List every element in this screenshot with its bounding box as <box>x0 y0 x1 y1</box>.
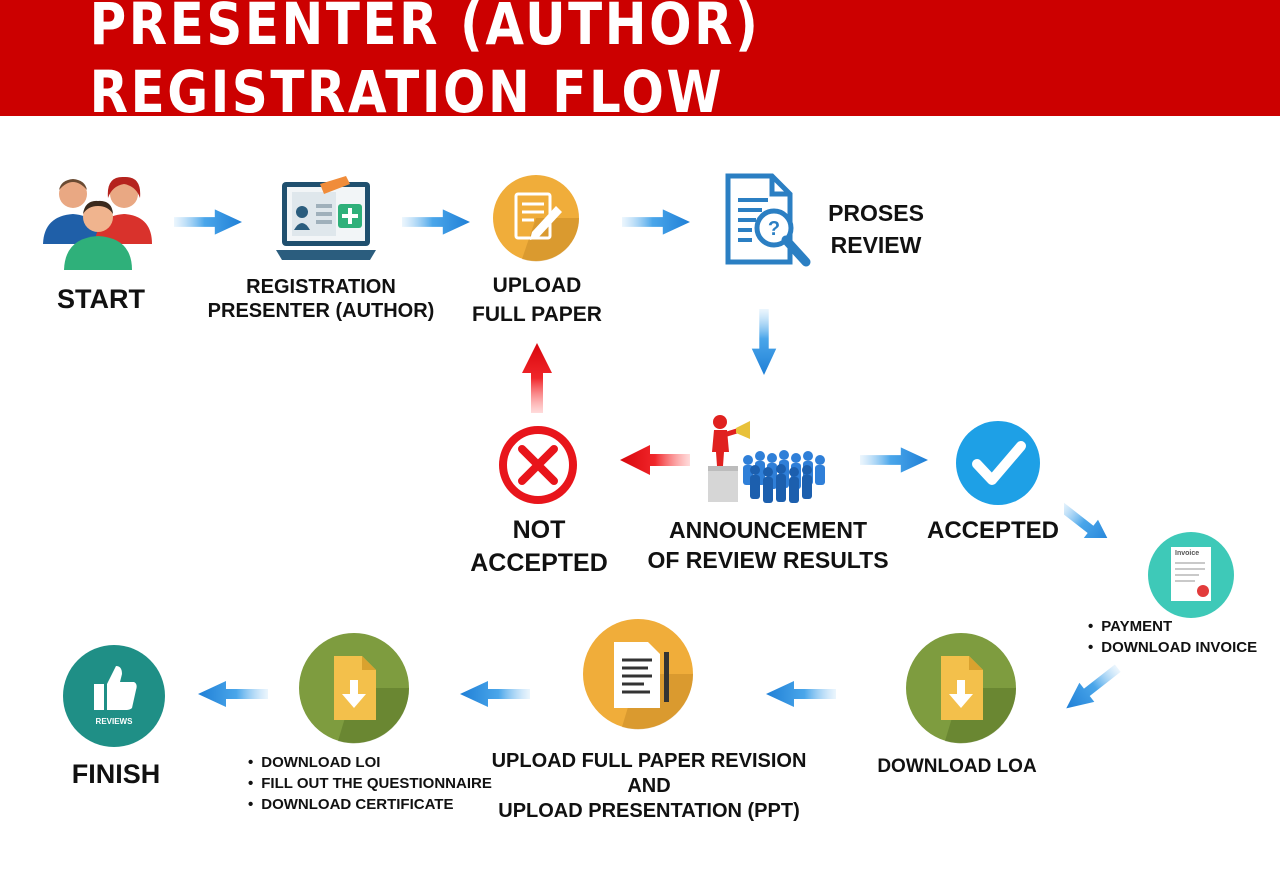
document-text-icon <box>583 619 694 730</box>
reject-arrow-up <box>522 343 552 413</box>
proses-review-label: PROSES REVIEW <box>828 200 924 258</box>
download-loa-label: DOWNLOAD LOA <box>877 756 1037 777</box>
download-file-icon <box>906 633 1017 744</box>
invoice-icon: Invoice <box>1148 532 1234 618</box>
flow-arrow-3 <box>622 207 690 237</box>
list-item: DOWNLOAD INVOICE <box>1088 637 1257 658</box>
upload-full-paper-label: UPLOAD FULL PAPER <box>472 274 602 327</box>
payment-list: PAYMENT DOWNLOAD INVOICE <box>1088 616 1257 658</box>
flow-arrow-2 <box>402 207 470 237</box>
finish-label: FINISH <box>71 759 161 789</box>
upload-revision-label: UPLOAD FULL PAPER REVISION AND UPLOAD PR… <box>491 750 807 822</box>
flow-arrow-to-payment <box>1064 495 1119 538</box>
document-search-icon: ? <box>725 173 811 267</box>
registration-label: REGISTRATION PRESENTER (AUTHOR) <box>207 276 435 323</box>
svg-text:REVIEWS: REVIEWS <box>96 717 134 726</box>
reject-x-icon <box>499 426 577 504</box>
not-accepted-label: NOT ACCEPTED <box>470 516 608 577</box>
document-pen-icon <box>493 175 580 262</box>
flow-arrow-to-finish <box>198 681 268 707</box>
svg-text:Invoice: Invoice <box>1175 550 1199 557</box>
thumbs-up-icon: REVIEWS <box>63 645 165 747</box>
start-label: START <box>57 284 145 314</box>
list-item: DOWNLOAD CERTIFICATE <box>248 794 492 815</box>
announcement-label: ANNOUNCEMENT OF REVIEW RESULTS <box>647 517 889 573</box>
list-item: PAYMENT <box>1088 616 1257 637</box>
accepted-label: ACCEPTED <box>926 517 1059 544</box>
megaphone-crowd-icon <box>708 415 825 503</box>
reject-arrow-left <box>620 445 690 475</box>
list-item: DOWNLOAD LOI <box>248 752 492 773</box>
users-group-icon <box>43 176 152 270</box>
checkmark-icon <box>956 421 1040 505</box>
list-item: FILL OUT THE QUESTIONNAIRE <box>248 773 492 794</box>
flow-arrow-1 <box>174 207 242 237</box>
laptop-form-icon <box>276 176 376 260</box>
flow-arrow-to-loa <box>1062 664 1122 714</box>
flow-arrow-to-loi <box>460 681 530 707</box>
loi-list: DOWNLOAD LOI FILL OUT THE QUESTIONNAIRE … <box>248 752 492 815</box>
flow-arrow-to-revision <box>766 681 836 707</box>
flow-arrow-to-accepted <box>860 445 928 475</box>
page-title: PRESENTER (AUTHOR) REGISTRATION FLOW <box>89 0 761 126</box>
svg-text:?: ? <box>768 218 780 240</box>
flow-arrow-4-down <box>751 309 777 375</box>
title-banner: PRESENTER (AUTHOR) REGISTRATION FLOW <box>0 0 1280 126</box>
download-file-icon <box>299 633 410 744</box>
